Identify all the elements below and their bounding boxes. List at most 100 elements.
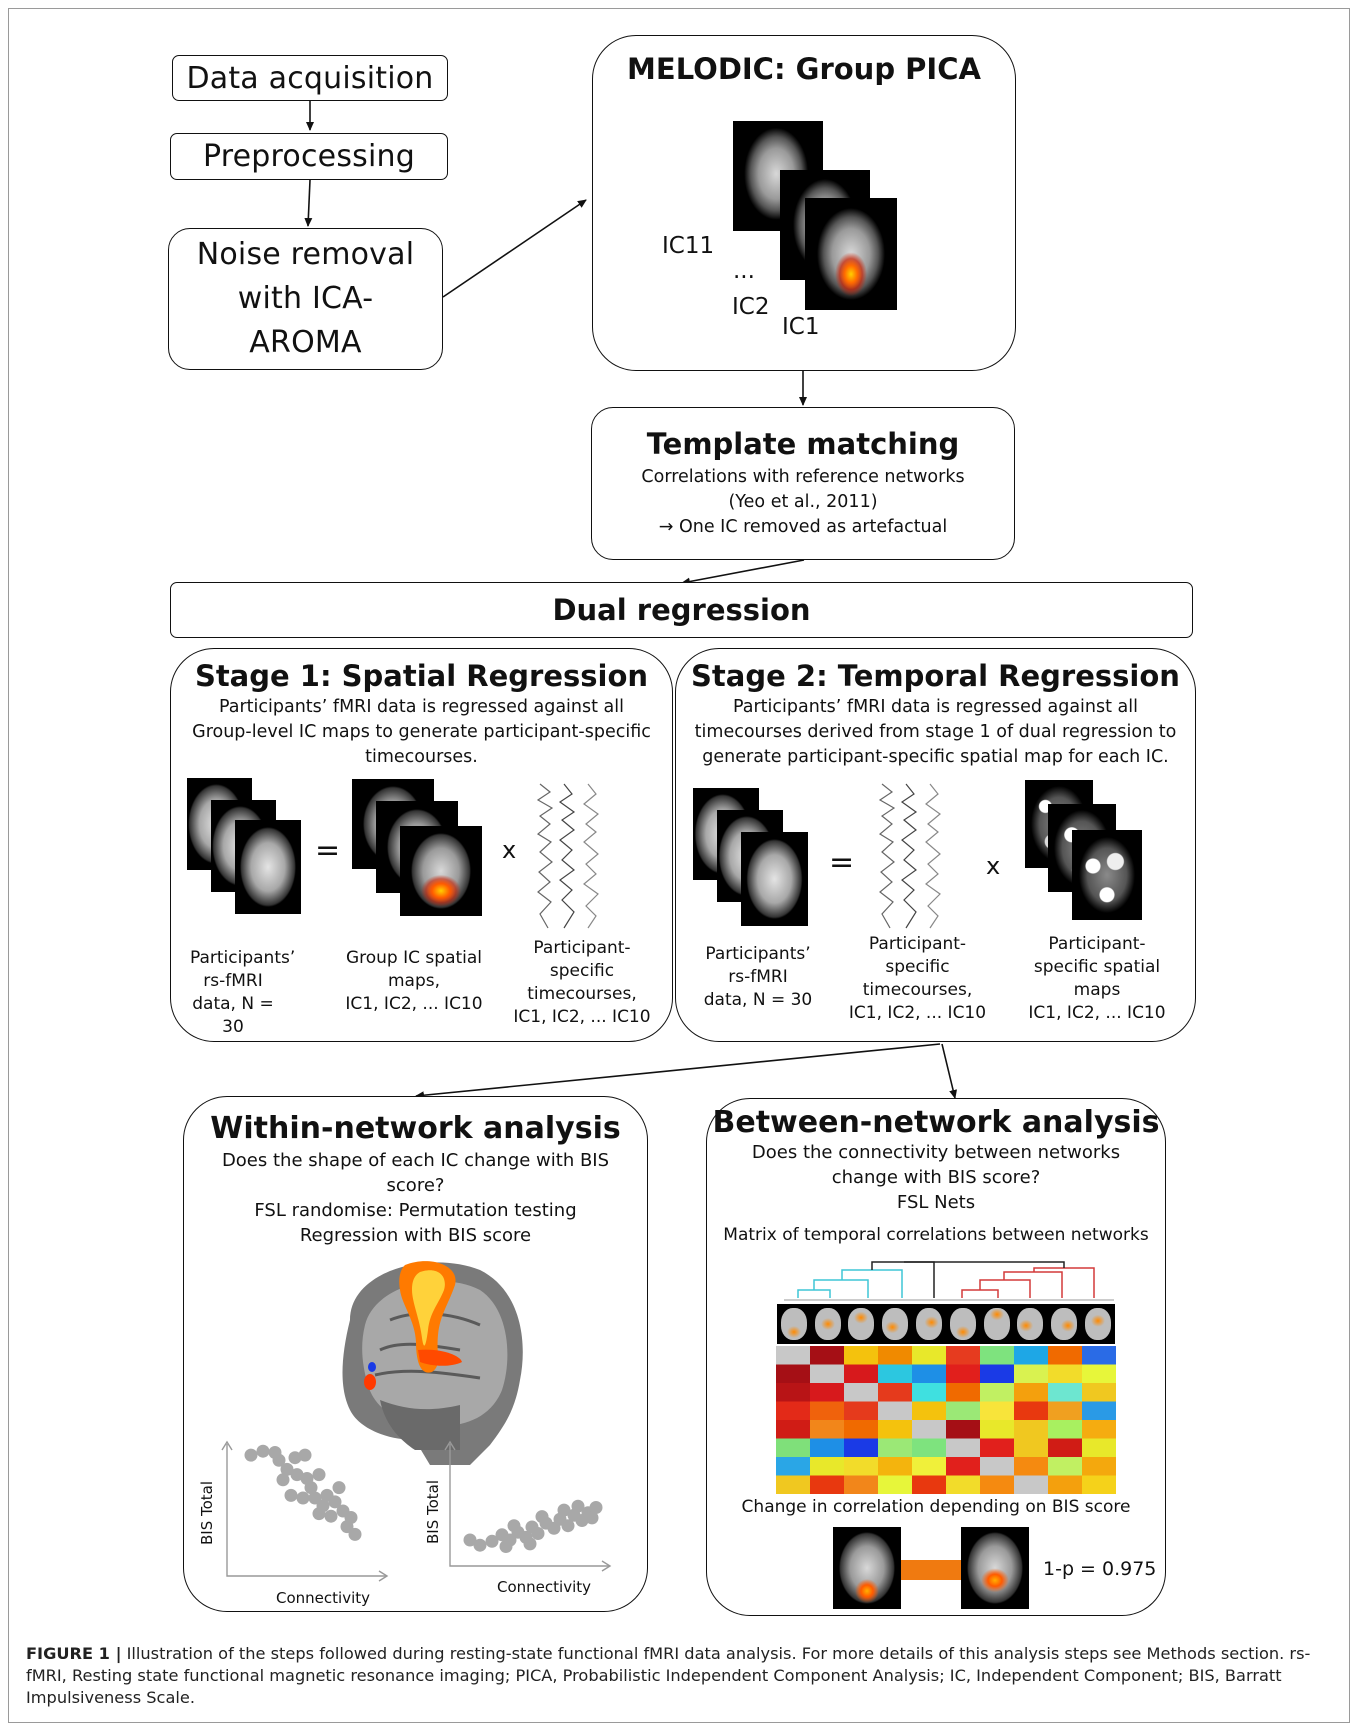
matrix-cell (776, 1457, 810, 1476)
matrix-cell (810, 1457, 844, 1476)
stage2-title: Stage 2: Temporal Regression (691, 659, 1180, 693)
matrix-cell (1048, 1475, 1082, 1494)
scatter-axes (226, 1444, 387, 1577)
scatter-point (499, 1540, 513, 1553)
scatter-point (561, 1519, 575, 1533)
noise-removal-box: Noise removal with ICA- AROMA (168, 228, 443, 370)
scatter-point (244, 1448, 258, 1462)
scatter-point (280, 1462, 294, 1476)
scatter-point (288, 1451, 302, 1465)
network-thumb-5 (916, 1308, 943, 1340)
within-title: Within-network analysis (210, 1111, 621, 1146)
scatter-point (340, 1520, 354, 1534)
matrix-cell (1048, 1346, 1082, 1365)
matrix-cell (980, 1346, 1014, 1365)
data-acquisition-label: Data acquisition (186, 60, 434, 96)
matrix-cell (1014, 1438, 1048, 1457)
figure-frame (8, 8, 1350, 1723)
between-method-1: FSL Nets (896, 1192, 976, 1213)
scatter2-ylabel: BIS Total (424, 1479, 442, 1544)
template-line-2: (Yeo et al., 2011) (728, 492, 878, 512)
scatter-point (272, 1453, 286, 1467)
network-thumb-2 (814, 1308, 841, 1340)
matrix-cell (1082, 1475, 1116, 1494)
scatter-point (308, 1491, 322, 1505)
scatter-point (557, 1503, 571, 1517)
matrix-cell (878, 1346, 912, 1365)
matrix-cell (776, 1346, 810, 1365)
matrix-cell (776, 1420, 810, 1439)
network-thumb-9 (1051, 1308, 1078, 1340)
change-brain-right (961, 1527, 1029, 1609)
matrix-cell (980, 1457, 1014, 1476)
matrix-cell (1014, 1401, 1048, 1420)
scatter-point (348, 1527, 362, 1541)
matrix-cell (1082, 1457, 1116, 1476)
matrix-cell (878, 1457, 912, 1476)
matrix-cell (1014, 1475, 1048, 1494)
stage2-desc-1: Participants’ fMRI data is regressed aga… (732, 697, 1139, 717)
stage1-desc-3: timecourses. (365, 747, 478, 767)
ic1-label: IC1 (782, 314, 820, 340)
network-thumb-8 (1017, 1308, 1044, 1340)
matrix-cell (1048, 1364, 1082, 1383)
matrix-cell (878, 1401, 912, 1420)
matrix-cell (980, 1438, 1014, 1457)
matrix-cell (912, 1401, 946, 1420)
scatter-point (296, 1491, 310, 1505)
change-title: Change in correlation depending on BIS s… (741, 1497, 1131, 1517)
melodic-title: MELODIC: Group PICA (627, 52, 981, 86)
scatter-point (571, 1499, 585, 1513)
matrix-cell (810, 1401, 844, 1420)
matrix-cell (980, 1401, 1014, 1420)
matrix-cell (810, 1420, 844, 1439)
scatter-point (535, 1510, 549, 1524)
within-question-2: score? (386, 1175, 445, 1196)
noise-line-1: Noise removal (196, 237, 415, 272)
matrix-cell (878, 1420, 912, 1439)
matrix-cell (878, 1438, 912, 1457)
network-thumb-7 (983, 1308, 1010, 1340)
matrix-cell (844, 1346, 878, 1365)
scatter1-xlabel: Connectivity (276, 1589, 370, 1607)
scatter-point (589, 1501, 603, 1514)
figure-caption: FIGURE 1 | Illustration of the steps fol… (26, 1643, 1338, 1709)
template-line-1: Correlations with reference networks (641, 467, 965, 487)
stage2-rsfmri-slice-c (741, 832, 808, 926)
stage2-times: x (986, 852, 1001, 880)
matrix-cell (980, 1475, 1014, 1494)
matrix-cell (946, 1438, 980, 1457)
network-thumb-10 (1085, 1308, 1112, 1340)
network-thumb-6 (949, 1308, 976, 1340)
preprocessing-label: Preprocessing (203, 139, 415, 174)
between-question-1: Does the connectivity between networks (751, 1142, 1121, 1163)
scatter-y-arrow (444, 1440, 456, 1451)
preprocessing-box: Preprocessing (170, 133, 448, 180)
matrix-cell (1082, 1401, 1116, 1420)
scatter-point (585, 1511, 599, 1525)
matrix-cell (1048, 1401, 1082, 1420)
matrix-title: Matrix of temporal correlations between … (723, 1225, 1149, 1245)
matrix-cell (1048, 1438, 1082, 1457)
matrix-cell (810, 1438, 844, 1457)
matrix-cell (878, 1475, 912, 1494)
brain-slice-ic1 (805, 198, 897, 310)
scatter1-ylabel: BIS Total (198, 1480, 216, 1545)
matrix-cell (1048, 1383, 1082, 1402)
stage1-title: Stage 1: Spatial Regression (194, 659, 649, 693)
matrix-cell (980, 1364, 1014, 1383)
stage1-times: x (502, 836, 517, 864)
template-line-3: → One IC removed as artefactual (658, 517, 948, 537)
matrix-cell (946, 1383, 980, 1402)
scatter-point (531, 1527, 545, 1540)
stage2-desc-3: generate participant-specific spatial ma… (702, 747, 1169, 767)
noise-line-2: with ICA- (237, 281, 374, 316)
scatter2-xlabel: Connectivity (497, 1578, 591, 1596)
matrix-cell (980, 1383, 1014, 1402)
